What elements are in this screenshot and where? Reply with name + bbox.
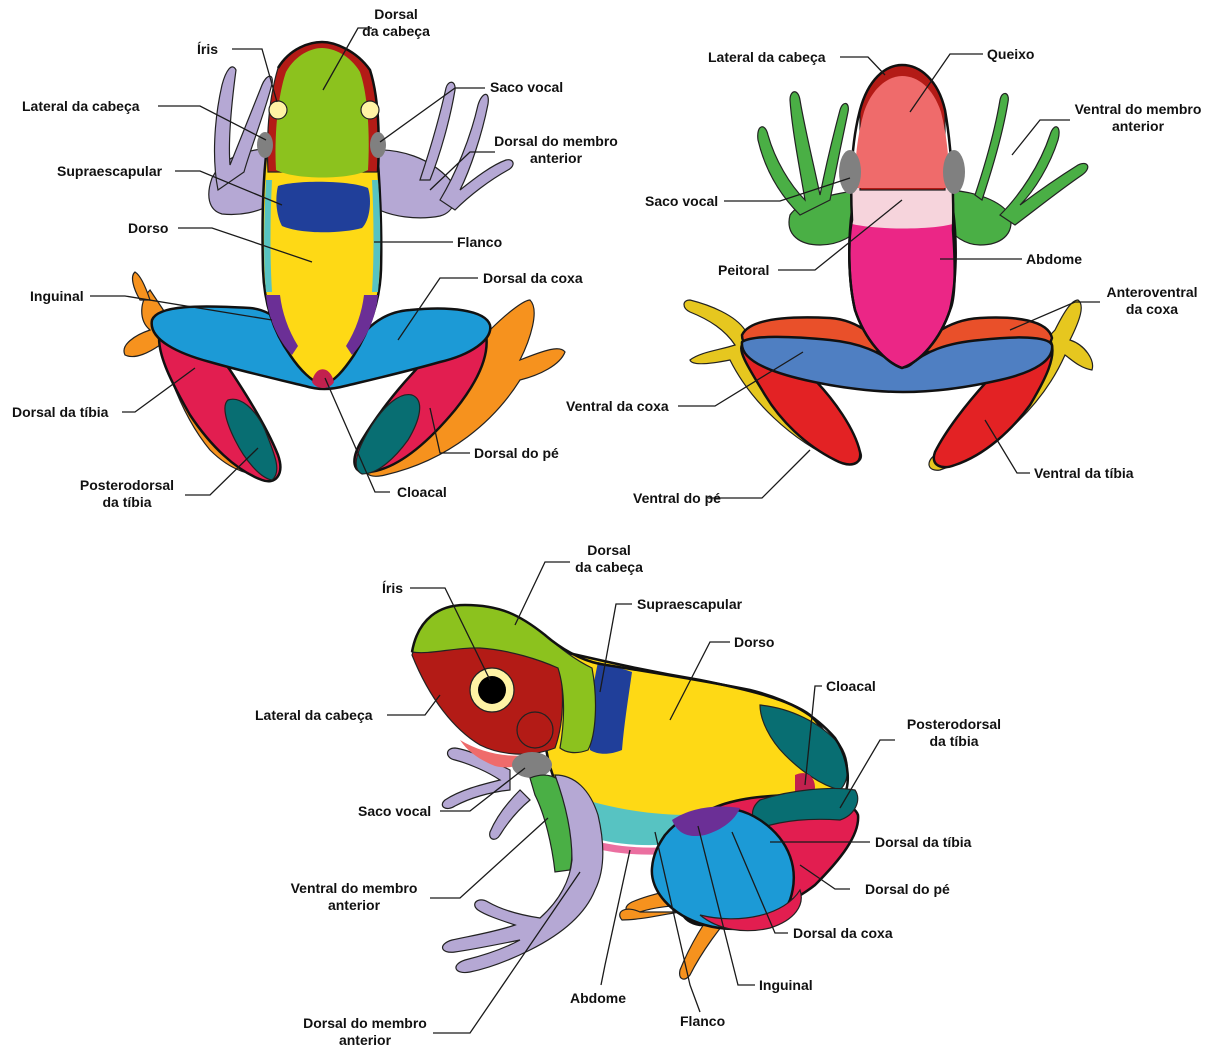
lateral-view-frog bbox=[412, 605, 858, 979]
label-l-dorso: Dorso bbox=[734, 634, 774, 650]
label-l-iris: Íris bbox=[382, 580, 403, 596]
label-l-dorsal-tibia: Dorsal da tíbia bbox=[875, 834, 972, 850]
label-l-abdome: Abdome bbox=[570, 990, 626, 1006]
label-l-dorsal-coxa: Dorsal da coxa bbox=[793, 925, 893, 941]
label-l-flanco: Flanco bbox=[680, 1013, 725, 1029]
ventral-peitoral bbox=[851, 186, 955, 229]
leader-v-ventral-membro bbox=[1012, 120, 1070, 155]
label-l-supraescapular: Supraescapular bbox=[637, 596, 743, 612]
ventral-right-fingers-2 bbox=[975, 93, 1008, 200]
dorsal-right-arm bbox=[370, 150, 455, 218]
label-v-ventral-pe: Ventral do pé bbox=[633, 490, 721, 506]
label-d-dorsal-pe: Dorsal do pé bbox=[474, 445, 559, 461]
lateral-far-hand-2 bbox=[490, 790, 530, 839]
label-v-lateral-cabeca: Lateral da cabeça bbox=[708, 49, 826, 65]
dorsal-right-fingers-2 bbox=[420, 82, 455, 180]
label-v-ventral-tibia: Ventral da tíbia bbox=[1034, 465, 1134, 481]
dorsal-head bbox=[275, 48, 368, 178]
label-d-iris: Íris bbox=[197, 41, 218, 57]
label-v-queixo: Queixo bbox=[987, 46, 1034, 62]
ventral-right-fingers bbox=[1000, 127, 1088, 225]
label-v-saco-vocal: Saco vocal bbox=[645, 193, 718, 209]
ventral-vocal-sac-left bbox=[839, 150, 861, 194]
label-d-dorsal-tibia: Dorsal da tíbia bbox=[12, 404, 109, 420]
dorsal-supraescapular bbox=[276, 182, 370, 233]
leader-d-saco-vocal bbox=[380, 88, 485, 142]
leader-v-ventral-pe bbox=[708, 450, 810, 498]
dorsal-iris-left bbox=[269, 101, 287, 119]
label-d-dorsal-coxa: Dorsal da coxa bbox=[483, 270, 583, 286]
dorsal-vocal-sac-right bbox=[370, 132, 386, 158]
label-d-inguinal: Inguinal bbox=[30, 288, 84, 304]
label-l-dorsal-pe: Dorsal do pé bbox=[865, 881, 950, 897]
label-l-posterodorsal-tibia: Posterodorsalda tíbia bbox=[907, 716, 1001, 749]
label-d-saco-vocal: Saco vocal bbox=[490, 79, 563, 95]
leader-l-dorsal-cabeca bbox=[515, 562, 570, 625]
dorsal-left-foot-toe bbox=[133, 272, 150, 300]
ventral-vocal-sac-right bbox=[943, 150, 965, 194]
label-l-dorsal-cabeca: Dorsalda cabeça bbox=[575, 542, 643, 575]
label-d-dorso: Dorso bbox=[128, 220, 168, 236]
label-d-lateral-cabeca: Lateral da cabeça bbox=[22, 98, 140, 114]
dorsal-iris-right bbox=[361, 101, 379, 119]
label-l-inguinal: Inguinal bbox=[759, 977, 813, 993]
label-d-supraescapular: Supraescapular bbox=[57, 163, 163, 179]
leader-l-ventral-membro bbox=[430, 818, 548, 898]
label-l-dorsal-membro-anterior: Dorsal do membroanterior bbox=[303, 1015, 427, 1048]
label-l-saco-vocal: Saco vocal bbox=[358, 803, 431, 819]
label-d-cloacal: Cloacal bbox=[397, 484, 447, 500]
label-v-abdome: Abdome bbox=[1026, 251, 1082, 267]
label-v-ventral-coxa: Ventral da coxa bbox=[566, 398, 669, 414]
leader-v-lateral-cabeca bbox=[840, 57, 885, 75]
lateral-foot-toes bbox=[620, 909, 680, 920]
label-l-cloacal: Cloacal bbox=[826, 678, 876, 694]
leader-d-iris bbox=[232, 49, 277, 102]
lateral-tympanum bbox=[517, 712, 553, 748]
label-l-ventral-membro-anterior: Ventral do membroanterior bbox=[291, 880, 418, 913]
dorsal-view-frog bbox=[124, 42, 565, 481]
label-v-peitoral: Peitoral bbox=[718, 262, 769, 278]
leader-l-lateral-cabeca bbox=[387, 695, 440, 715]
label-l-lateral-cabeca: Lateral da cabeça bbox=[255, 707, 373, 723]
lateral-pupil bbox=[478, 676, 506, 704]
label-d-flanco: Flanco bbox=[457, 234, 502, 250]
